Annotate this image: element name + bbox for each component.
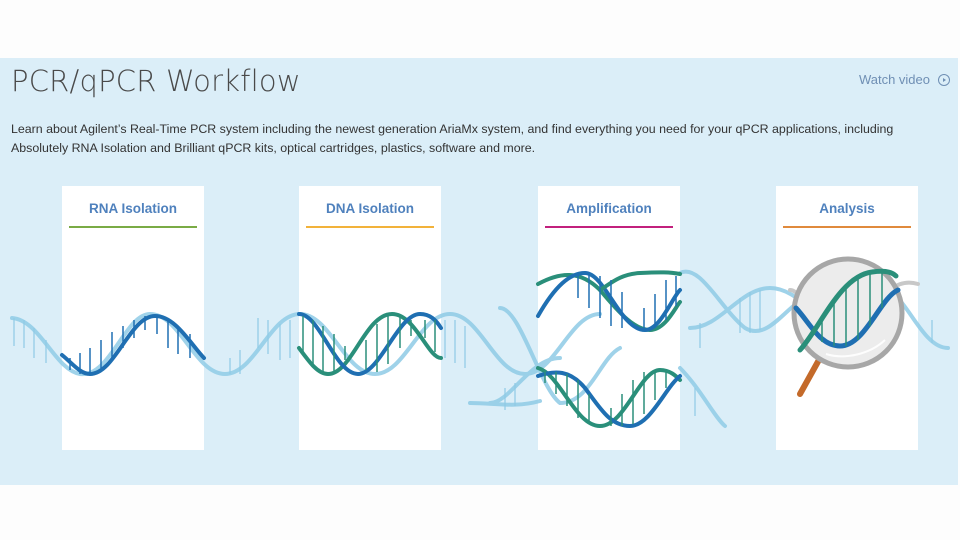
- step-accent-rule: [545, 226, 673, 228]
- watch-video-label: Watch video: [858, 72, 930, 87]
- step-label: Analysis: [819, 201, 875, 216]
- step-accent-rule: [783, 226, 911, 228]
- watch-video-link[interactable]: Watch video: [859, 72, 950, 87]
- step-label: Amplification: [566, 201, 652, 216]
- page-title: PCR/qPCR Workflow: [11, 64, 301, 98]
- step-card-amplification[interactable]: Amplification: [538, 186, 680, 450]
- step-card-dna-isolation[interactable]: DNA Isolation: [299, 186, 441, 450]
- step-label: RNA Isolation: [88, 201, 177, 216]
- step-accent-rule: [306, 226, 434, 228]
- step-label: DNA Isolation: [325, 201, 414, 216]
- step-card-rna-isolation[interactable]: RNA Isolation: [62, 186, 204, 450]
- play-circle-icon: [938, 73, 950, 86]
- step-accent-rule: [69, 226, 197, 228]
- page-description: Learn about Agilent’s Real-Time PCR syst…: [11, 122, 894, 155]
- workflow-panel: PCR/qPCR Workflow Watch video Learn abou…: [0, 58, 958, 485]
- step-card-analysis[interactable]: Analysis: [776, 186, 918, 450]
